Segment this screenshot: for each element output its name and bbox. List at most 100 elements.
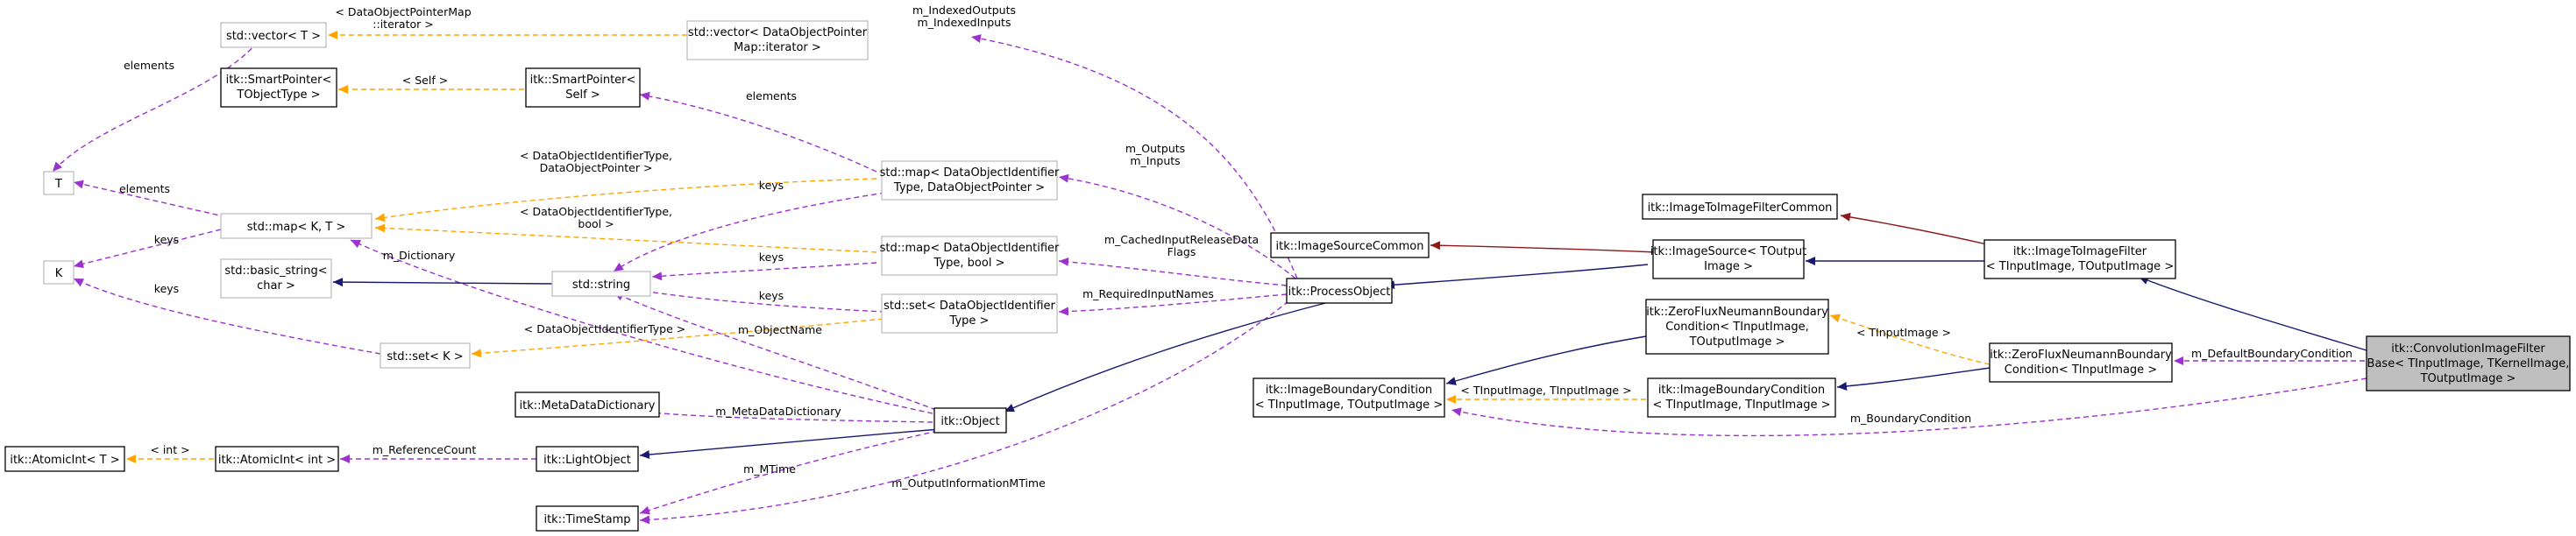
svg-text:itk::TimeStamp: itk::TimeStamp (543, 513, 630, 526)
edge-processobject-to-map-doid (1058, 173, 1296, 279)
label-elements-smart: elements (746, 89, 797, 102)
svg-text:std::vector< DataObjectPointer: std::vector< DataObjectPointerMap::itera… (688, 26, 868, 54)
label-doid-dop: < DataObjectIdentifierType,DataObjectPoi… (520, 149, 672, 174)
edge-set-k-to-k (73, 278, 381, 355)
label-doid-type: < DataObjectIdentifierType > (524, 322, 685, 335)
svg-text:m_ObjectName: m_ObjectName (738, 323, 822, 336)
node-std-set-k[interactable]: std::set< K > (380, 342, 471, 369)
edge-map-doid-to-map-kt (374, 178, 877, 222)
svg-text:std::map< K, T >: std::map< K, T > (247, 221, 346, 234)
svg-text:itk::MetaDataDictionary: itk::MetaDataDictionary (520, 399, 656, 413)
svg-text:itk::AtomicInt< T >: itk::AtomicInt< T > (10, 454, 119, 467)
label-tinput-tinput: < TInputImage, TInputImage > (1460, 384, 1631, 397)
edge-map-bool-to-map-kt (374, 223, 877, 253)
svg-text:itk::ImageSourceCommon: itk::ImageSourceCommon (1276, 240, 1424, 253)
node-itk-imagetoimagefilter[interactable]: itk::ImageToImageFilter< TInputImage, TO… (1983, 239, 2176, 279)
svg-text:itk::ImageBoundaryCondition< T: itk::ImageBoundaryCondition< TInputImage… (1653, 384, 1831, 412)
svg-text:elements: elements (746, 89, 797, 102)
edge-map-to-k (73, 229, 222, 269)
node-itk-timestamp[interactable]: itk::TimeStamp (536, 505, 639, 532)
edge-processobject-to-map-bool (1058, 257, 1288, 286)
svg-text:keys: keys (759, 179, 784, 192)
edge-vector-to-t (52, 41, 259, 173)
node-k[interactable]: K (43, 260, 75, 285)
label-output-info-mtime: m_OutputInformationMTime (891, 476, 1046, 490)
edge-object-to-string (613, 292, 937, 411)
svg-text:std::vector< T >: std::vector< T > (226, 30, 321, 43)
edge-processobject-to-timestamp (639, 300, 1289, 525)
node-itk-smartpointer-tobjecttype[interactable]: itk::SmartPointer<TObjectType > (220, 67, 337, 108)
svg-text:T: T (54, 178, 62, 191)
node-itk-imagetoimagefiltercommon[interactable]: itk::ImageToImageFilterCommon (1642, 194, 1838, 220)
svg-text:std::map< DataObjectIdentifier: std::map< DataObjectIdentifierType, bool… (880, 242, 1060, 270)
node-itk-object[interactable]: itk::Object (933, 407, 1007, 434)
edge-zfnbc-in-to-ibc-in-in (1836, 367, 1991, 391)
svg-text:keys: keys (154, 233, 179, 246)
svg-text:itk::ImageToImageFilter< TInpu: itk::ImageToImageFilter< TInputImage, TO… (1986, 245, 2174, 273)
svg-text:itk::AtomicInt< int >: itk::AtomicInt< int > (218, 454, 336, 467)
svg-text:< Self >: < Self > (402, 74, 448, 87)
svg-text:keys: keys (154, 282, 179, 295)
node-itk-atomicint-t[interactable]: itk::AtomicInt< T > (4, 446, 125, 472)
svg-text:elements: elements (124, 59, 174, 72)
node-t[interactable]: T (43, 171, 75, 195)
svg-text:< DataObjectIdentifierType >: < DataObjectIdentifierType > (524, 322, 685, 335)
svg-text:m_ReferenceCount: m_ReferenceCount (373, 443, 477, 456)
edge-processobject-to-set-doid (1058, 293, 1288, 316)
svg-text:< int >: < int > (150, 443, 189, 456)
node-itk-smartpointer-self[interactable]: itk::SmartPointer<Self > (525, 67, 641, 108)
edge-string-to-basic-string (332, 278, 555, 287)
node-itk-metadatadictionary[interactable]: itk::MetaDataDictionary (514, 391, 660, 418)
node-std-basic-string-char[interactable]: std::basic_string<char > (220, 258, 332, 299)
label-object-name: m_ObjectName (738, 323, 822, 336)
svg-text:std::string: std::string (572, 279, 630, 292)
svg-text:itk::ImageBoundaryCondition< T: itk::ImageBoundaryCondition< TInputImage… (1255, 384, 1443, 412)
edge-convbase-to-itif (2138, 276, 2367, 351)
svg-text:itk::ProcessObject: itk::ProcessObject (1288, 286, 1391, 299)
label-int: < int > (150, 443, 189, 456)
label-default-boundary: m_DefaultBoundaryCondition (2191, 347, 2352, 360)
edge-object-to-timestamp (639, 430, 939, 515)
svg-text:K: K (55, 267, 63, 280)
svg-text:< DataObjectPointerMap::iterat: < DataObjectPointerMap::iterator > (335, 5, 471, 31)
label-dopmap-iterator: < DataObjectPointerMap::iterator > (335, 5, 471, 31)
node-itk-imageboundarycondition-in-in[interactable]: itk::ImageBoundaryCondition< TInputImage… (1647, 377, 1836, 418)
svg-text:std::map< DataObjectIdentifier: std::map< DataObjectIdentifierType, Data… (880, 166, 1060, 194)
node-itk-atomicint-int[interactable]: itk::AtomicInt< int > (215, 446, 339, 472)
label-required-inputs: m_RequiredInputNames (1082, 287, 1214, 300)
node-itk-imageboundarycondition-in-out[interactable]: itk::ImageBoundaryCondition< TInputImage… (1253, 377, 1445, 418)
edge-object-to-metadict (639, 407, 933, 423)
edge-set-doid-to-string (630, 286, 886, 313)
svg-text:std::set< DataObjectIdentifier: std::set< DataObjectIdentifierType > (884, 300, 1055, 328)
edge-processobject-to-object (1004, 300, 1333, 413)
node-std-map-k-t[interactable]: std::map< K, T > (220, 213, 373, 239)
node-itk-processobject[interactable]: itk::ProcessObject (1286, 278, 1393, 304)
node-std-vector-t[interactable]: std::vector< T > (220, 22, 327, 48)
label-mtime: m_MTime (743, 462, 796, 476)
svg-text:itk::LightObject: itk::LightObject (543, 454, 631, 467)
node-itk-imagesourcecommon[interactable]: itk::ImageSourceCommon (1270, 232, 1430, 258)
edge-map-doid-to-smartptr-self (639, 91, 877, 173)
label-keys-map: keys (759, 179, 784, 192)
node-itk-lightobject[interactable]: itk::LightObject (536, 446, 639, 472)
svg-text:m_MTime: m_MTime (743, 462, 796, 476)
svg-text:< DataObjectIdentifierType,Dat: < DataObjectIdentifierType,DataObjectPoi… (520, 149, 672, 174)
label-tinput: < TInputImage > (1856, 326, 1951, 339)
svg-text:< DataObjectIdentifierType,boo: < DataObjectIdentifierType,bool > (520, 205, 672, 230)
node-std-string[interactable]: std::string (551, 271, 651, 297)
